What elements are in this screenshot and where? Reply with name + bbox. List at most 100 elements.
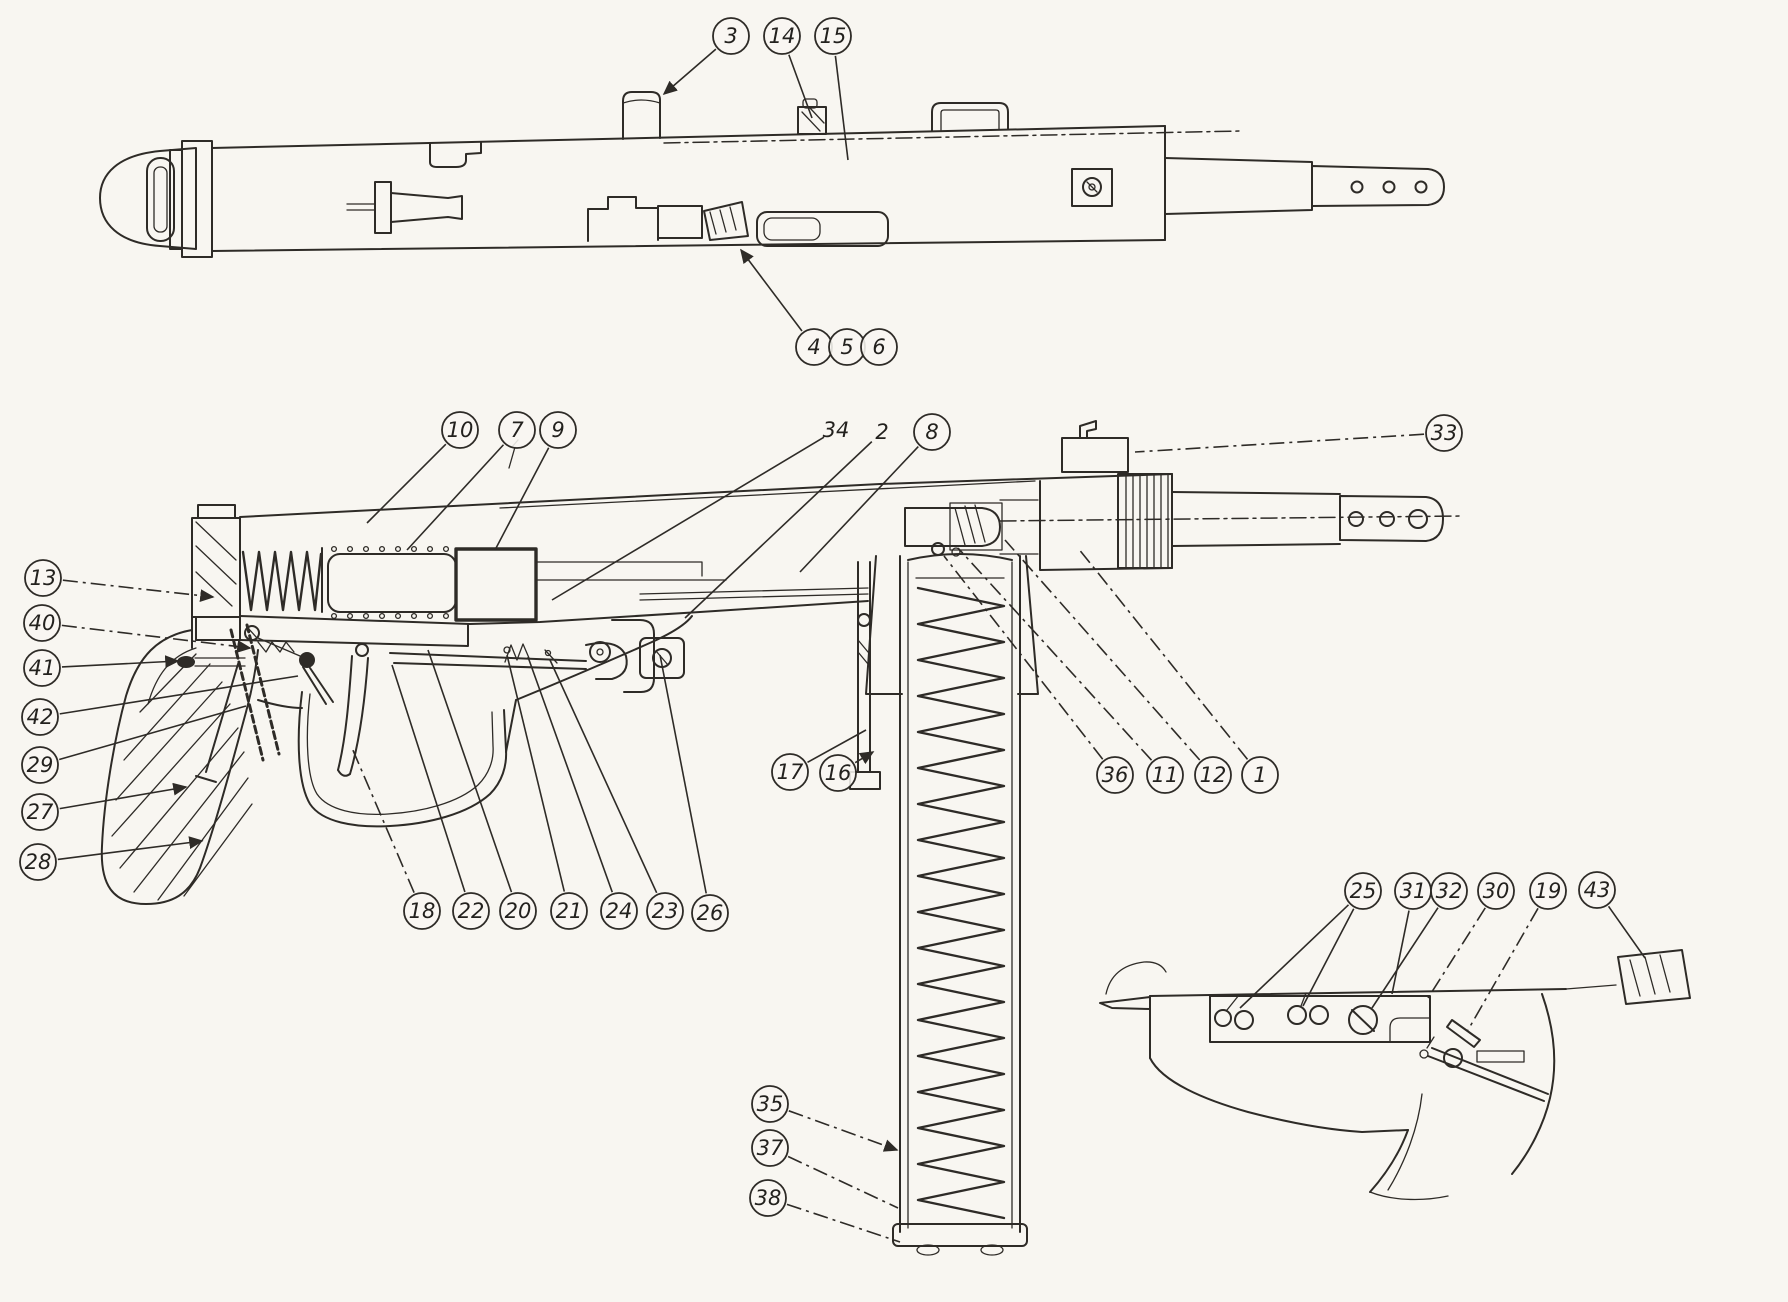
rear-sight-side (1061, 420, 1129, 473)
pin-pair-front (1214, 994, 1254, 1030)
barrel-nut-ribs (1117, 473, 1173, 569)
svg-text:11: 11 (1152, 763, 1179, 787)
callout-33: 33 (1134, 414, 1463, 453)
bolt-head (454, 547, 538, 622)
trigger-housing (191, 615, 693, 709)
callout-20: 20 (427, 649, 537, 930)
callout-17: 17 (771, 729, 867, 791)
svg-text:22: 22 (458, 899, 485, 923)
pistol-grip (100, 629, 259, 905)
callout-41: 41 (23, 649, 180, 687)
bolt-handle-slot-piece (346, 181, 463, 234)
side-view (100, 420, 1463, 1256)
svg-text:10: 10 (447, 418, 474, 442)
lock-plate (1209, 995, 1431, 1043)
callout-43: 43 (1578, 871, 1646, 959)
callout-29: 29 (21, 705, 247, 784)
callout-19: 19 (1467, 872, 1567, 1031)
barrel-side-view (999, 491, 1463, 547)
svg-text:16: 16 (825, 761, 852, 785)
svg-text:6: 6 (872, 335, 885, 359)
callout-28: 28 (19, 836, 204, 881)
callout-3: 3 (662, 17, 750, 96)
callout-6: 6 (860, 328, 898, 366)
carry-handle (931, 102, 1009, 132)
svg-text:29: 29 (27, 753, 54, 777)
top-view (99, 91, 1445, 258)
lock-screw (1348, 1005, 1378, 1035)
barrel-collar (169, 140, 213, 258)
detail-frame (1149, 988, 1567, 1201)
callout-31: 31 (1391, 872, 1432, 995)
svg-text:42: 42 (27, 705, 54, 729)
detail-view (1099, 949, 1691, 1201)
callout-7: 7 (406, 411, 536, 551)
svg-text:9: 9 (551, 418, 564, 442)
rear-sight-catch (797, 98, 827, 135)
svg-text:5: 5 (840, 335, 853, 359)
svg-text:1: 1 (1253, 763, 1266, 787)
receiver-slot-opening (756, 211, 889, 247)
trigger-guard (297, 691, 517, 828)
svg-text:38: 38 (755, 1186, 782, 1210)
svg-text:40: 40 (29, 611, 56, 635)
svg-text:2: 2 (875, 420, 888, 444)
cocking-knob (622, 91, 661, 140)
magazine-spring (916, 586, 1006, 1220)
callout-12: 12 (1004, 539, 1232, 794)
ejection-cutout (429, 141, 482, 168)
svg-text:26: 26 (697, 901, 724, 925)
svg-text:8: 8 (925, 420, 938, 444)
callout-8: 8 (799, 413, 951, 573)
svg-text:12: 12 (1200, 763, 1227, 787)
svg-text:27: 27 (27, 800, 54, 824)
svg-text:18: 18 (409, 899, 436, 923)
detail-pins-right (1419, 1036, 1525, 1068)
receiver-shell-side (239, 439, 1173, 647)
callout-37: 37 (751, 1129, 899, 1209)
chamber-assembly (904, 499, 1039, 557)
svg-text:35: 35 (757, 1092, 784, 1116)
callout-38: 38 (749, 1179, 901, 1243)
magazine (899, 553, 1021, 1233)
svg-text:36: 36 (1102, 763, 1129, 787)
sling-loop (146, 157, 175, 242)
svg-text:17: 17 (777, 760, 804, 784)
callout-21: 21 (506, 654, 588, 930)
bolt-top-view (587, 196, 749, 242)
callout-42: 42 (21, 675, 299, 736)
svg-text:43: 43 (1584, 878, 1611, 902)
svg-text:15: 15 (820, 24, 847, 48)
hammer-strut-pin (1446, 1019, 1481, 1048)
callout-9: 9 (494, 411, 577, 551)
bolt-side-view (327, 553, 457, 613)
callout-25: 25 (1239, 872, 1382, 1009)
receiver-tube-top-view (211, 125, 1241, 252)
svg-text:4: 4 (807, 335, 820, 359)
callout-10: 10 (366, 411, 479, 524)
trigger (337, 643, 369, 777)
bolt-raceway-dots (330, 545, 450, 620)
trigger-bar-rod (1427, 1047, 1549, 1102)
magazine-floor-plate (892, 1223, 1028, 1256)
svg-text:7: 7 (510, 418, 524, 442)
callout-4: 4 (740, 248, 833, 366)
callout-36: 36 (943, 555, 1134, 794)
svg-text:32: 32 (1436, 879, 1463, 903)
magazine-catch-lever (849, 561, 881, 790)
svg-text:13: 13 (30, 566, 57, 590)
callout-15: 15 (814, 17, 852, 161)
callout-18: 18 (351, 747, 441, 930)
svg-text:3: 3 (724, 24, 737, 48)
svg-text:37: 37 (757, 1136, 784, 1160)
callout-13: 13 (24, 559, 215, 602)
callout-11: 11 (957, 547, 1184, 794)
svg-text:28: 28 (25, 850, 52, 874)
svg-text:23: 23 (652, 899, 679, 923)
callout-30: 30 (1427, 872, 1515, 999)
trigger-spring-small (503, 643, 558, 664)
receiver-pin (177, 656, 246, 668)
